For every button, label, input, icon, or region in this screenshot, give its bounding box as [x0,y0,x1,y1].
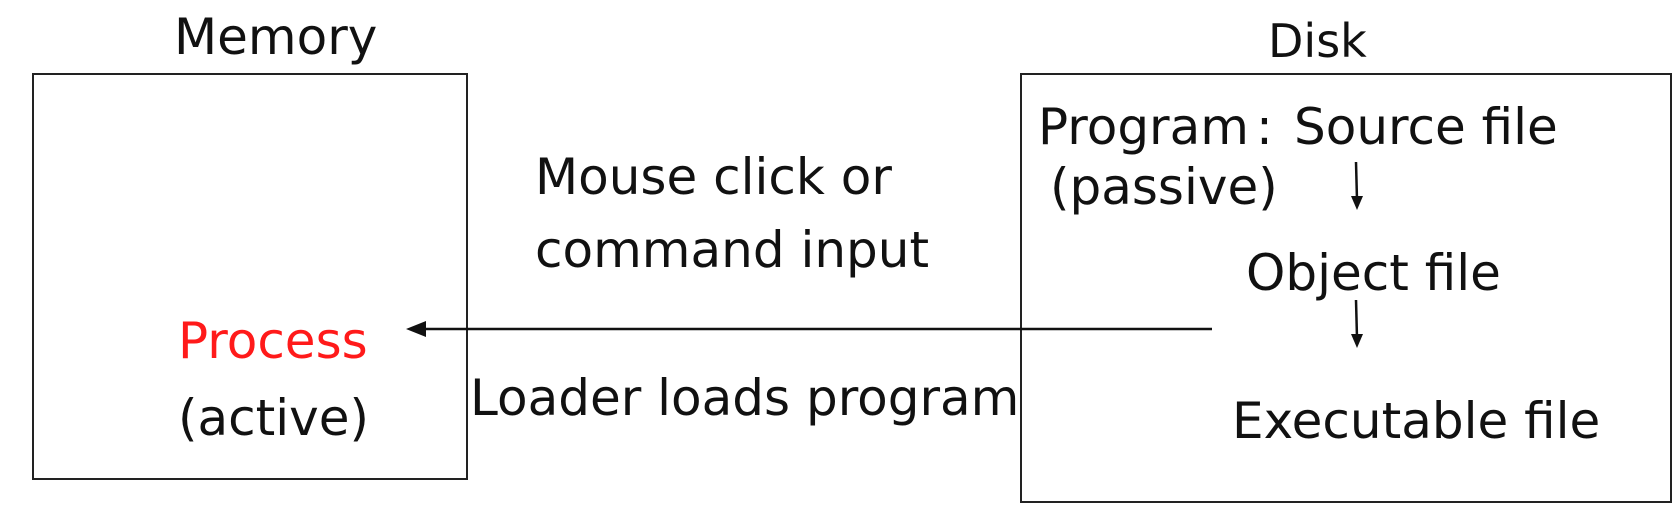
executable-file-label: Executable file [1232,392,1601,450]
disk-box [1020,73,1672,503]
program-state-label: (passive) [1050,158,1278,216]
process-label: Process [178,312,368,370]
process-state-label: (active) [178,389,369,447]
disk-title: Disk [1268,14,1367,68]
loader-label: Loader loads program [470,369,1020,427]
trigger-label-line2: command input [535,221,930,279]
source-file-label: Source file [1294,98,1558,156]
memory-title: Memory [174,8,378,66]
memory-box [32,73,468,480]
program-separator: : [1256,98,1273,156]
trigger-label-line1: Mouse click or [535,148,892,206]
object-file-label: Object file [1246,244,1501,302]
program-label: Program [1038,98,1249,156]
